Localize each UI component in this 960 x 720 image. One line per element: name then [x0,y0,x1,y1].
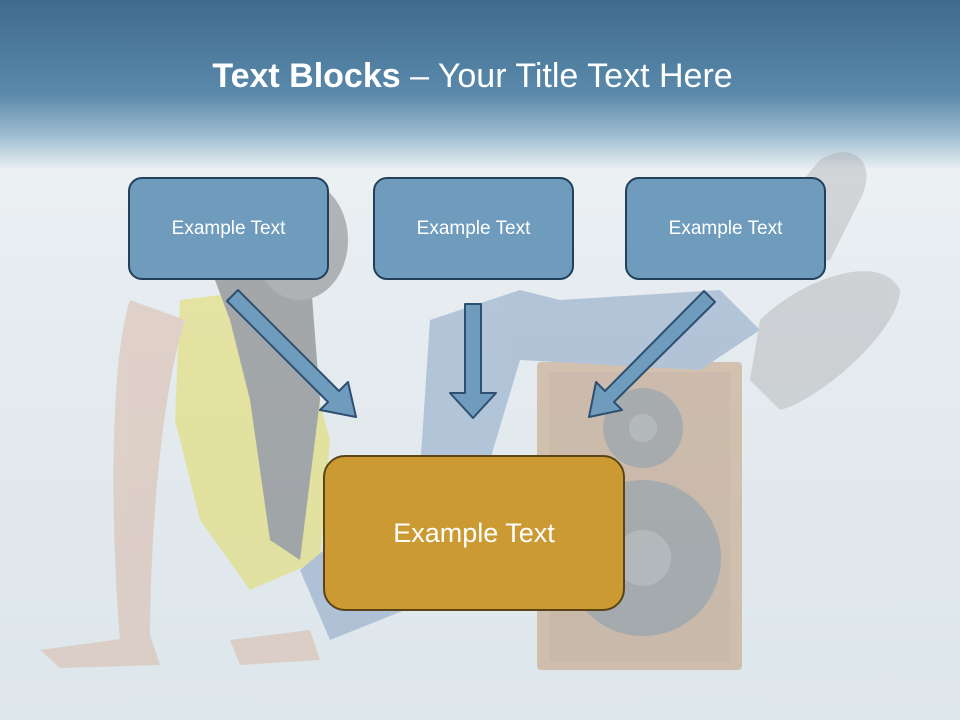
text-block-1-label: Example Text [171,217,286,239]
main-text-block-label: Example Text [393,517,555,548]
arrow-left-diagonal [226,289,357,418]
main-text-block[interactable]: Example Text [323,455,625,611]
text-block-3-label: Example Text [668,217,783,239]
text-block-2[interactable]: Example Text [373,177,574,280]
title-bold: Text Blocks [212,57,401,95]
header-band [0,0,960,170]
text-block-1[interactable]: Example Text [128,177,329,280]
title-rest: – Your Title Text Here [400,57,733,95]
arrow-right-diagonal [588,290,716,418]
arrow-center-down [449,303,497,419]
text-block-3[interactable]: Example Text [625,177,826,280]
slide-title: Text Blocks – Your Title Text Here [0,54,945,98]
text-block-2-label: Example Text [416,217,531,239]
